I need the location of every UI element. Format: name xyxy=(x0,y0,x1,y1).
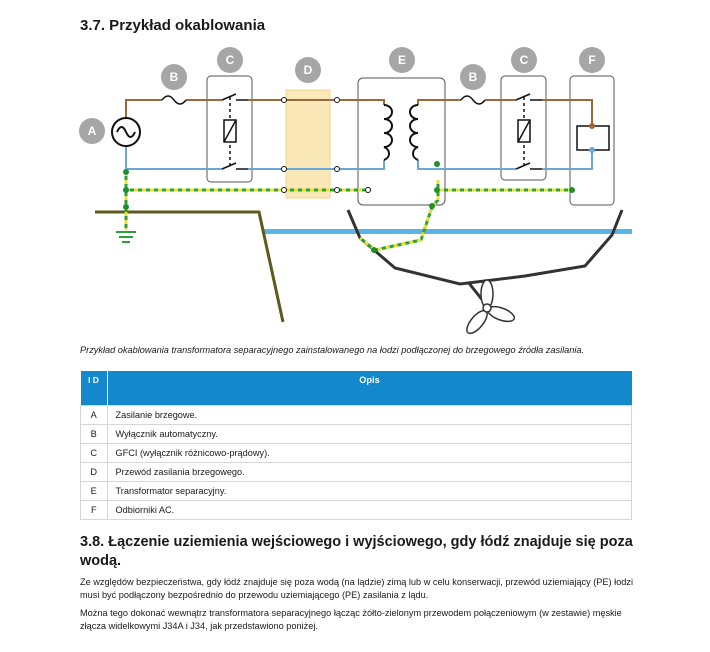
row-desc: GFCI (wyłącznik różnicowo-prądowy). xyxy=(106,443,632,463)
ac-source-icon xyxy=(111,117,141,147)
svg-text:A: A xyxy=(88,124,97,138)
row-id: D xyxy=(80,462,108,482)
transformer-primary-coil xyxy=(383,104,393,161)
ground-icon xyxy=(116,231,136,243)
row-id: B xyxy=(80,424,108,444)
svg-text:D: D xyxy=(304,63,313,77)
ac-loads-enclosure xyxy=(569,75,615,206)
row-desc: Odbiorniki AC. xyxy=(106,500,632,520)
badge-c-left: C xyxy=(217,47,243,73)
load-live-terminal xyxy=(589,123,595,129)
row-id: A xyxy=(80,405,108,425)
table-header-id: I D xyxy=(80,371,108,406)
propeller-icon xyxy=(466,279,516,335)
svg-text:F: F xyxy=(588,53,595,67)
row-desc: Przewód zasilania brzegowego. xyxy=(106,462,632,482)
breaker-left-icon xyxy=(161,95,187,105)
badge-e: E xyxy=(389,47,415,73)
row-desc: Transformator separacyjny. xyxy=(106,481,632,501)
earth-wire xyxy=(124,172,572,252)
table-header-row: I D Opis xyxy=(80,371,632,406)
table-header-desc: Opis xyxy=(107,371,632,406)
ac-load-icon xyxy=(576,125,610,151)
transformer-enclosure xyxy=(357,77,446,206)
table-row: B Wyłącznik automatyczny. xyxy=(80,424,632,444)
junction-dots xyxy=(123,161,575,253)
section-title: 3.7. Przykład okablowania xyxy=(80,17,266,34)
badge-b-left: B xyxy=(161,64,187,90)
row-id: F xyxy=(80,500,108,520)
badge-a: A xyxy=(79,118,105,144)
legend-table: I D Opis A Zasilanie brzegowe. B Wyłączn… xyxy=(80,371,632,520)
badge-b-right: B xyxy=(460,64,486,90)
gfci-enclosure-right xyxy=(500,75,547,181)
row-desc: Zasilanie brzegowe. xyxy=(106,405,632,425)
badge-d: D xyxy=(295,57,321,83)
neutral-wire xyxy=(125,146,593,170)
breaker-right-icon xyxy=(460,95,486,105)
figure-caption: Przykład okablowania transformatora sepa… xyxy=(80,345,585,355)
row-desc: Wyłącznik automatyczny. xyxy=(106,424,632,444)
svg-text:C: C xyxy=(520,53,529,67)
svg-text:B: B xyxy=(170,70,179,84)
badge-c-right: C xyxy=(511,47,537,73)
svg-text:E: E xyxy=(398,53,406,67)
row-id: E xyxy=(80,481,108,501)
water-surface xyxy=(262,229,632,234)
gfci-right-internals xyxy=(515,93,542,170)
table-row: C GFCI (wyłącznik różnicowo-prądowy). xyxy=(80,443,632,463)
paragraph-1: Ze względów bezpieczeństwa, gdy łódź zna… xyxy=(80,577,634,600)
svg-text:B: B xyxy=(469,70,478,84)
transformer-secondary-coil xyxy=(409,104,419,161)
wiring-diagram: A B C D E B C F xyxy=(79,47,632,335)
terminals xyxy=(281,97,371,193)
paragraph-2: Można tego dokonać wewnątrz transformato… xyxy=(80,608,622,631)
section-2-title: 3.8. Łączenie uziemienia wejściowego i w… xyxy=(80,534,633,569)
live-wire xyxy=(125,99,593,126)
shore-cord-box xyxy=(285,89,331,199)
gfci-left-internals xyxy=(221,93,248,170)
table-row: D Przewód zasilania brzegowego. xyxy=(80,462,632,482)
gfci-enclosure-left xyxy=(206,75,253,183)
table-row: E Transformator separacyjny. xyxy=(80,481,632,501)
load-neutral-terminal xyxy=(589,147,595,153)
badge-f: F xyxy=(579,47,605,73)
row-id: C xyxy=(80,443,108,463)
shore-ground-line xyxy=(95,210,285,323)
svg-text:C: C xyxy=(226,53,235,67)
table-row: F Odbiorniki AC. xyxy=(80,500,632,520)
table-row: A Zasilanie brzegowe. xyxy=(80,405,632,425)
